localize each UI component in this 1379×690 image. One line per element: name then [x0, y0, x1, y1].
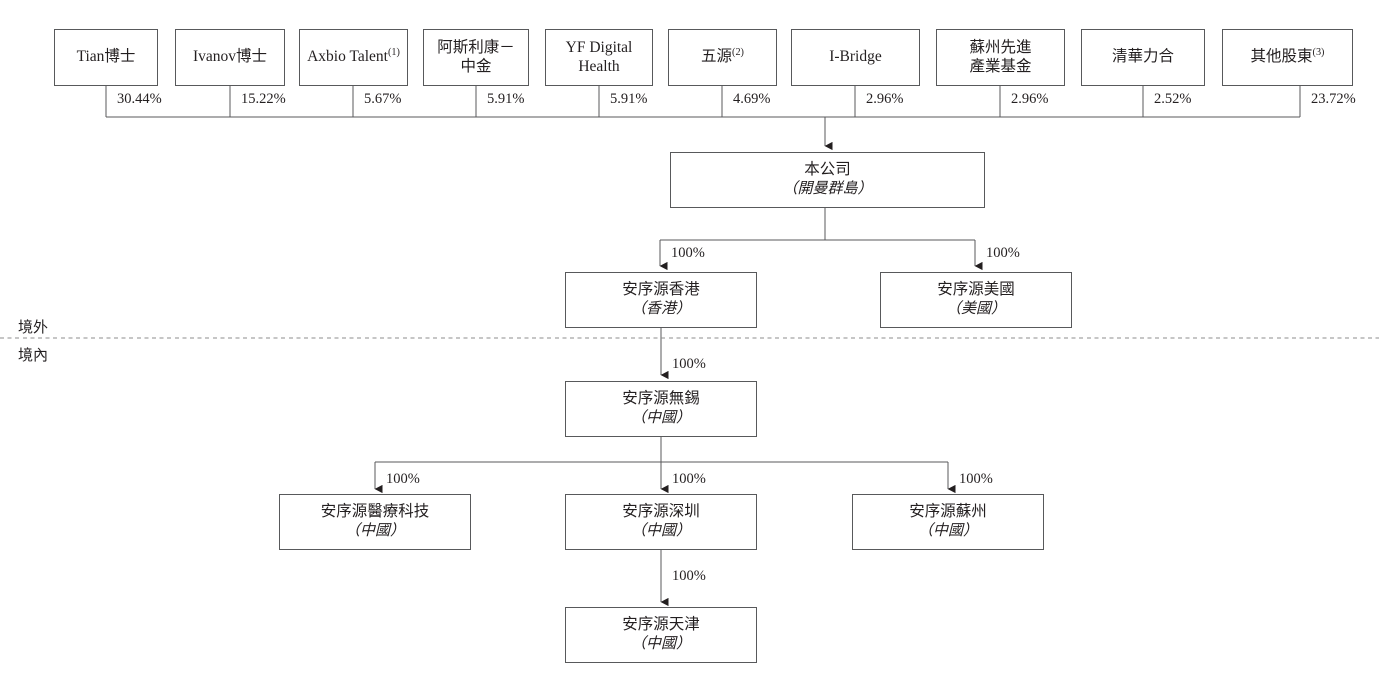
entity-name: 安序源美國 — [937, 281, 1015, 299]
region-label-offshore: 境外 — [18, 320, 49, 336]
shareholder-box-6[interactable]: I-Bridge — [791, 29, 920, 86]
shareholder-name: 清華力合 — [1111, 48, 1174, 66]
footnote-marker: (3) — [1312, 46, 1325, 58]
entity-box-hongkong[interactable]: 安序源香港 （香港） — [565, 272, 757, 328]
shareholder-percent-3: 5.91% — [487, 91, 525, 107]
shareholder-box-5[interactable]: 五源(2) — [668, 29, 777, 86]
entity-name: 安序源無錫 — [622, 390, 700, 408]
shareholder-percent-4: 5.91% — [610, 91, 648, 107]
entity-box-company[interactable]: 本公司 （開曼群島） — [670, 152, 985, 208]
entity-location: （中國） — [630, 523, 691, 540]
entity-name: 安序源深圳 — [622, 503, 700, 521]
entity-box-shenzhen[interactable]: 安序源深圳 （中國） — [565, 494, 757, 550]
entity-box-wuxi[interactable]: 安序源無錫 （中國） — [565, 381, 757, 437]
region-label-onshore: 境內 — [18, 348, 49, 364]
ownership-label-company-to-hk: 100% — [671, 245, 705, 261]
entity-box-suzhou[interactable]: 安序源蘇州 （中國） — [852, 494, 1044, 550]
shareholder-percent-1: 15.22% — [241, 91, 286, 107]
entity-name: 安序源蘇州 — [909, 503, 987, 521]
entity-location: （美國） — [945, 301, 1006, 318]
entity-name: 安序源天津 — [622, 616, 700, 634]
shareholder-box-9[interactable]: 其他股東(3) — [1222, 29, 1353, 86]
shareholder-box-0[interactable]: Tian博士 — [54, 29, 158, 86]
entity-location: （中國） — [917, 523, 978, 540]
entity-name: 安序源香港 — [622, 281, 700, 299]
entity-name: 本公司 — [804, 161, 851, 179]
shareholder-box-1[interactable]: Ivanov博士 — [175, 29, 285, 86]
shareholder-percent-6: 2.96% — [866, 91, 904, 107]
shareholder-name: 蘇州先進 產業基金 — [969, 38, 1032, 75]
footnote-marker: (2) — [732, 46, 744, 58]
shareholder-percent-8: 2.52% — [1154, 91, 1192, 107]
shareholder-percent-9: 23.72% — [1311, 91, 1356, 107]
shareholder-box-7[interactable]: 蘇州先進 產業基金 — [936, 29, 1065, 86]
shareholder-percent-7: 2.96% — [1011, 91, 1049, 107]
ownership-label-shenzhen-to-tianjin: 100% — [672, 568, 706, 584]
shareholder-percent-5: 4.69% — [733, 91, 771, 107]
entity-location: （開曼群島） — [782, 181, 873, 198]
shareholder-name: YF Digital Health — [565, 38, 633, 75]
entity-name: 安序源醫療科技 — [320, 503, 430, 521]
shareholder-name: 其他股東(3) — [1250, 46, 1325, 66]
shareholder-name: I-Bridge — [829, 48, 882, 66]
entity-location: （中國） — [630, 636, 691, 653]
shareholder-box-2[interactable]: Axbio Talent(1) — [299, 29, 408, 86]
shareholder-name: Tian博士 — [76, 48, 136, 66]
entity-location: （中國） — [344, 523, 405, 540]
entity-location: （香港） — [630, 301, 691, 318]
ownership-label-hk-to-wuxi: 100% — [672, 356, 706, 372]
shareholder-box-3[interactable]: 阿斯利康－ 中金 — [423, 29, 529, 86]
shareholder-percent-2: 5.67% — [364, 91, 402, 107]
entity-box-usa[interactable]: 安序源美國 （美國） — [880, 272, 1072, 328]
ownership-label-wuxi-to-medtech: 100% — [386, 471, 420, 487]
shareholder-name: Axbio Talent(1) — [307, 46, 400, 66]
entity-location: （中國） — [630, 410, 691, 427]
shareholder-name: 阿斯利康－ 中金 — [437, 38, 515, 75]
shareholder-percent-0: 30.44% — [117, 91, 162, 107]
ownership-label-company-to-us: 100% — [986, 245, 1020, 261]
shareholder-box-8[interactable]: 清華力合 — [1081, 29, 1205, 86]
entity-box-tianjin[interactable]: 安序源天津 （中國） — [565, 607, 757, 663]
shareholder-box-4[interactable]: YF Digital Health — [545, 29, 653, 86]
shareholder-name: 五源(2) — [701, 46, 744, 66]
footnote-marker: (1) — [387, 46, 400, 58]
shareholder-name: Ivanov博士 — [192, 48, 268, 66]
ownership-label-wuxi-to-suzhou: 100% — [959, 471, 993, 487]
ownership-label-wuxi-to-shenzhen: 100% — [672, 471, 706, 487]
entity-box-medtech[interactable]: 安序源醫療科技 （中國） — [279, 494, 471, 550]
